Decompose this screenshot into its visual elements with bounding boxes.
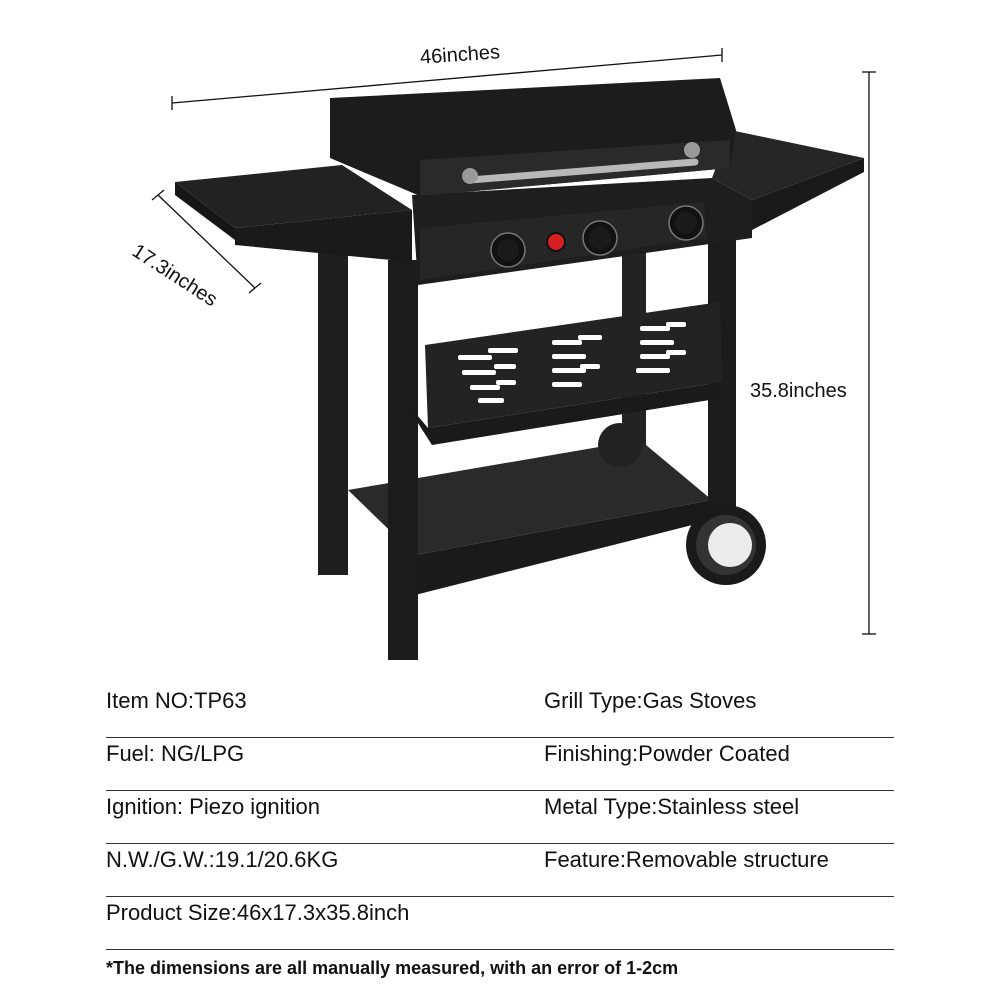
left-side-shelf: [175, 165, 412, 228]
tool-rack-lip: [400, 382, 722, 445]
back-left-leg: [318, 240, 348, 575]
back-wheel: [598, 423, 642, 467]
spec-row: Fuel: NG/LPG Finishing:Powder Coated: [106, 738, 894, 791]
dimension-depth-line: [151, 189, 262, 294]
spec-finishing: Finishing:Powder Coated: [544, 741, 790, 766]
spec-row: Ignition: Piezo ignition Metal Type:Stai…: [106, 791, 894, 844]
spec-metal-type: Metal Type:Stainless steel: [544, 794, 800, 819]
dimension-height-label: 35.8inches: [750, 380, 847, 402]
spec-table: Item NO:TP63 Grill Type:Gas Stoves Fuel:…: [106, 685, 894, 950]
spec-row: N.W./G.W.:19.1/20.6KG Feature:Removable …: [106, 844, 894, 897]
spec-grill-type: Grill Type:Gas Stoves: [544, 688, 757, 713]
spec-ignition: Ignition: Piezo ignition: [106, 794, 321, 819]
spec-item-no: Item NO:TP63: [106, 688, 247, 713]
bottom-shelf-front: [415, 500, 712, 595]
left-side-shelf-edge: [235, 210, 412, 262]
control-knob-left: [490, 232, 526, 268]
dimension-width-line: [171, 48, 723, 110]
control-knob-center: [582, 220, 618, 256]
left-side-shelf-front: [175, 182, 235, 240]
measurement-note: *The dimensions are all manually measure…: [106, 958, 679, 978]
tool-rack: [425, 302, 722, 428]
spec-row: Product Size:46x17.3x35.8inch: [106, 897, 894, 950]
right-side-shelf-edge: [752, 158, 864, 230]
lid-handle: [462, 142, 700, 184]
spec-feature: Feature:Removable structure: [544, 847, 829, 872]
ignition-button: [546, 232, 566, 252]
spec-fuel: Fuel: NG/LPG: [106, 741, 245, 766]
dimension-height-line: [862, 71, 876, 635]
product-figure: 46inches 17.3inches 35.8inches: [128, 41, 876, 660]
grill-illustration: [151, 48, 876, 660]
tool-rack-slots: [458, 322, 686, 403]
spec-row: Item NO:TP63 Grill Type:Gas Stoves: [106, 685, 894, 738]
bottom-shelf: [348, 440, 712, 555]
spec-product-size: Product Size:46x17.3x35.8inch: [106, 900, 410, 925]
control-knob-right: [668, 205, 704, 241]
grill-lid-front: [420, 140, 730, 196]
front-wheel: [686, 505, 766, 585]
right-side-shelf: [712, 130, 864, 200]
front-left-leg: [388, 260, 418, 660]
spec-weight: N.W./G.W.:19.1/20.6KG: [106, 847, 339, 872]
